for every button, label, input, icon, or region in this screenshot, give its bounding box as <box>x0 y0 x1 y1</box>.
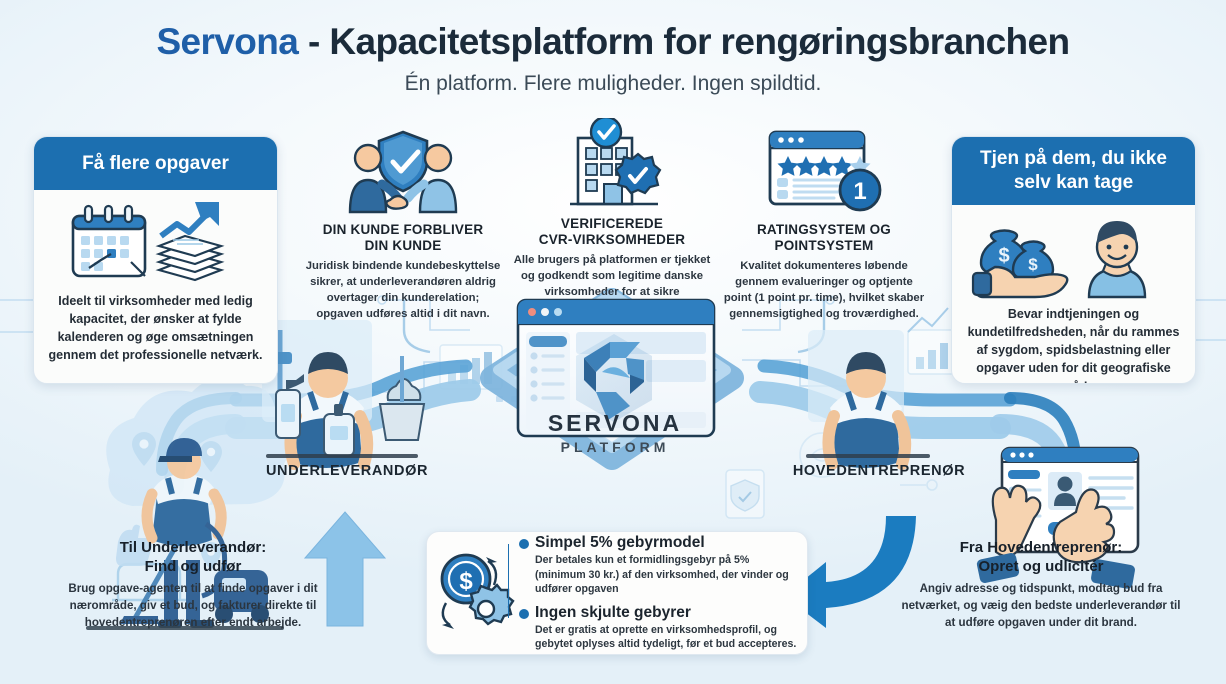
coin-gear-cycle-icon: $ <box>433 551 519 635</box>
fee-rail <box>507 544 509 618</box>
svg-text:$: $ <box>459 568 473 595</box>
svg-text:$: $ <box>1028 255 1038 274</box>
svg-text:$: $ <box>998 245 1009 267</box>
feature-3-body: Kvalitet dokumenteres løbende gennem eva… <box>723 260 925 321</box>
bottom-text-subcontractor: Til Underleverandør:Find og udfør Brug o… <box>50 538 336 632</box>
verified-building-check-icon <box>505 118 719 210</box>
bottom-right-title: Fra Hovedentreprenør:Opret og udlicitér <box>959 539 1123 576</box>
fee-item-1-heading: Simpel 5% gebyrmodel <box>535 534 705 552</box>
handshake-shield-icon <box>296 124 510 216</box>
card-earn-on-others: Tjen på dem, du ikke selv kan tage $ $ <box>951 136 1196 384</box>
fee-item-1-body: Der betales kun et formidlingsgebyr på 5… <box>535 553 789 596</box>
hands-tablet-profile-illustration <box>976 446 1140 589</box>
bottom-right-body: Angiv adresse og tidspunkt, modtag bud f… <box>901 582 1181 629</box>
page-title: Servona - Kapacitetsplatform for rengøri… <box>0 22 1226 62</box>
cleaner-vacuum-illustration <box>86 377 291 630</box>
card-right-body: Bevar indtjeningen og kundetilfredsheden… <box>967 307 1180 383</box>
bullet-dot-icon <box>519 608 529 619</box>
platform-label: SERVONA PLATFORM <box>470 410 760 455</box>
arrow-up-icon <box>303 511 387 627</box>
platform-name: SERVONA <box>547 410 683 436</box>
header: Servona - Kapacitetsplatform for rengøri… <box>0 22 1226 96</box>
svg-text:1: 1 <box>853 178 866 205</box>
location-pin-icon <box>132 432 222 570</box>
brand-name: Servona <box>156 21 299 62</box>
subcontractor-figure <box>262 320 426 470</box>
card-left-title: Få flere opgaver <box>34 137 277 190</box>
platform-subtitle: PLATFORM <box>560 439 670 455</box>
page-subtitle: Én platform. Flere muligheder. Ingen spi… <box>404 71 822 95</box>
money-bags-hand-person-icon: $ $ <box>952 205 1195 301</box>
feature-1-body: Juridisk bindende kundebeskyttelse sikre… <box>305 260 501 321</box>
fee-item-2-body: Det er gratis at oprette en virksomhedsp… <box>535 623 797 651</box>
card-right-title: Tjen på dem, du ikke selv kan tage <box>952 137 1195 205</box>
fee-item-2: Ingen skjulte gebyrer Det er gratis at o… <box>519 603 797 652</box>
maincontractor-figure <box>806 330 930 470</box>
bottom-text-maincontractor: Fra Hovedentreprenør:Opret og udlicitér … <box>898 538 1184 632</box>
bullet-dot-icon <box>519 539 529 550</box>
fee-item-2-heading: Ingen skjulte gebyrer <box>535 603 691 621</box>
fee-item-1: Simpel 5% gebyrmodel Der betales kun et … <box>519 534 797 597</box>
fee-items: Simpel 5% gebyrmodel Der betales kun et … <box>507 534 797 652</box>
rating-stars-points-icon: 1 <box>717 124 931 216</box>
bottom-left-body: Brug opgave-agenten til at finde opgaver… <box>68 582 318 629</box>
document-shield-decor <box>725 469 765 519</box>
calendar-growth-icon <box>34 190 277 288</box>
card-left-body: Ideelt til virksomheder med ledig kapaci… <box>48 294 263 363</box>
bottom-left-title: Til Underleverandør:Find og udfør <box>119 539 267 576</box>
fee-model-card: $ Simpel 5% gebyrmodel Der betales kun e… <box>426 531 808 655</box>
servona-platform-panel: SERVONA PLATFORM <box>470 290 760 485</box>
arrow-curve-left-icon <box>784 516 916 628</box>
role-label-subcontractor: UNDERLEVERANDØR <box>265 463 429 479</box>
role-label-maincontractor: HOVEDENTREPRENØR <box>792 463 966 479</box>
title-rest: - Kapacitetsplatform for rengøringsbranc… <box>298 21 1070 62</box>
feature-2-body: Alle brugers på platformen er tjekket og… <box>513 254 711 314</box>
card-get-more-jobs: Få flere opgaver <box>33 136 278 384</box>
